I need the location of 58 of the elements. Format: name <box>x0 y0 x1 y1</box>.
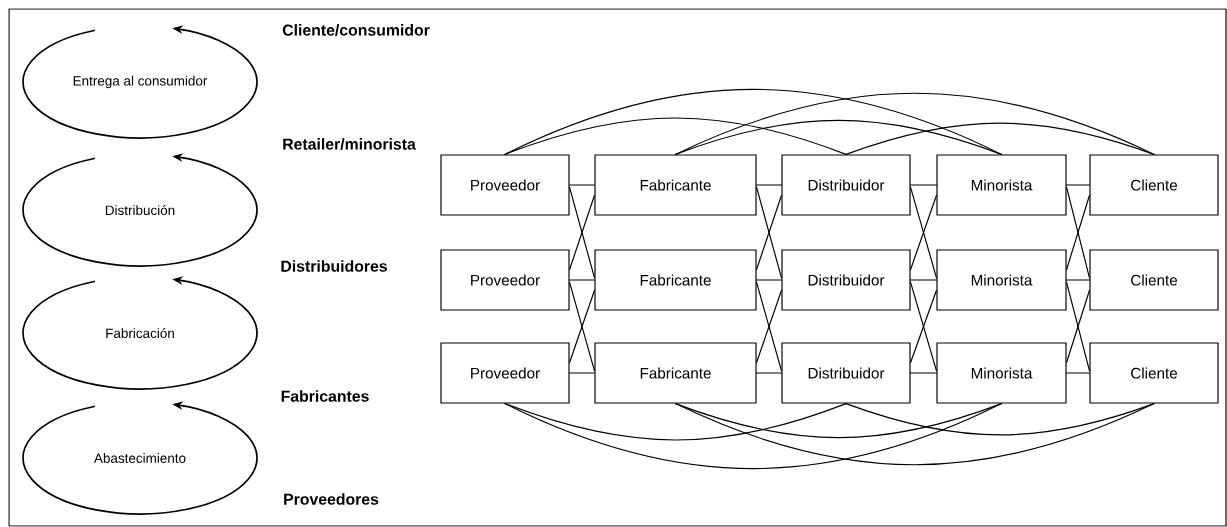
connector-line <box>756 194 782 271</box>
connector-line <box>756 184 782 186</box>
process-box: Minorista <box>936 249 1067 311</box>
arc-connector <box>674 403 1155 466</box>
process-box: Cliente <box>1089 154 1219 216</box>
connector-line <box>569 279 595 281</box>
arc-connector <box>845 403 1155 436</box>
arc-connector <box>674 92 1155 155</box>
node-label: Entrega al consumidor <box>73 75 208 89</box>
process-box: Proveedor <box>440 154 570 216</box>
row-label: Distribuidores <box>281 260 387 272</box>
process-box: Minorista <box>936 342 1067 404</box>
process-box: Distribuidor <box>781 342 911 404</box>
connector-line <box>569 186 595 279</box>
process-box: Minorista <box>936 154 1067 216</box>
connector-line <box>756 186 782 279</box>
connector-line <box>1066 279 1090 281</box>
arc-connector <box>504 403 847 441</box>
connector-line <box>569 281 595 372</box>
node-label: Fabricación <box>106 327 174 339</box>
process-box: Cliente <box>1089 249 1219 311</box>
connector-line <box>569 289 595 364</box>
connector-line <box>756 279 782 281</box>
process-box: Fabricante <box>594 249 757 311</box>
node-label: Abastecimiento <box>93 453 186 463</box>
process-box: Proveedor <box>440 342 570 404</box>
process-box: Distribuidor <box>781 154 911 216</box>
connector-line <box>910 289 937 364</box>
row-label: Proveedores <box>284 493 379 505</box>
connector-line <box>910 281 937 372</box>
connector-line <box>1066 186 1090 279</box>
connector-line <box>756 372 782 374</box>
connector-line <box>756 281 782 372</box>
connector-line <box>910 186 937 279</box>
connector-line <box>569 184 595 186</box>
connector-line <box>1066 289 1090 364</box>
connector-line <box>1066 372 1090 374</box>
process-box: Fabricante <box>594 154 757 216</box>
connector-line <box>1066 184 1090 186</box>
row-label: Fabricantes <box>281 390 369 402</box>
process-box: Proveedor <box>440 249 570 311</box>
connector-line <box>910 194 937 271</box>
connector-line <box>569 194 595 271</box>
arc-connector <box>504 117 847 155</box>
connector-line <box>756 289 782 364</box>
row-label: Cliente/consumidor <box>282 24 430 36</box>
connector-line <box>910 279 937 281</box>
connector-line <box>910 372 937 374</box>
connector-line <box>569 372 595 374</box>
arc-connector <box>845 122 1155 155</box>
row-label: Retailer/minorista <box>283 138 416 150</box>
connector-line <box>1066 281 1090 372</box>
connector-line <box>910 184 937 186</box>
process-box: Fabricante <box>594 342 757 404</box>
process-box: Cliente <box>1089 342 1219 404</box>
process-box: Distribuidor <box>781 249 911 311</box>
connector-line <box>1066 194 1090 271</box>
node-label: Distribución <box>105 204 175 216</box>
